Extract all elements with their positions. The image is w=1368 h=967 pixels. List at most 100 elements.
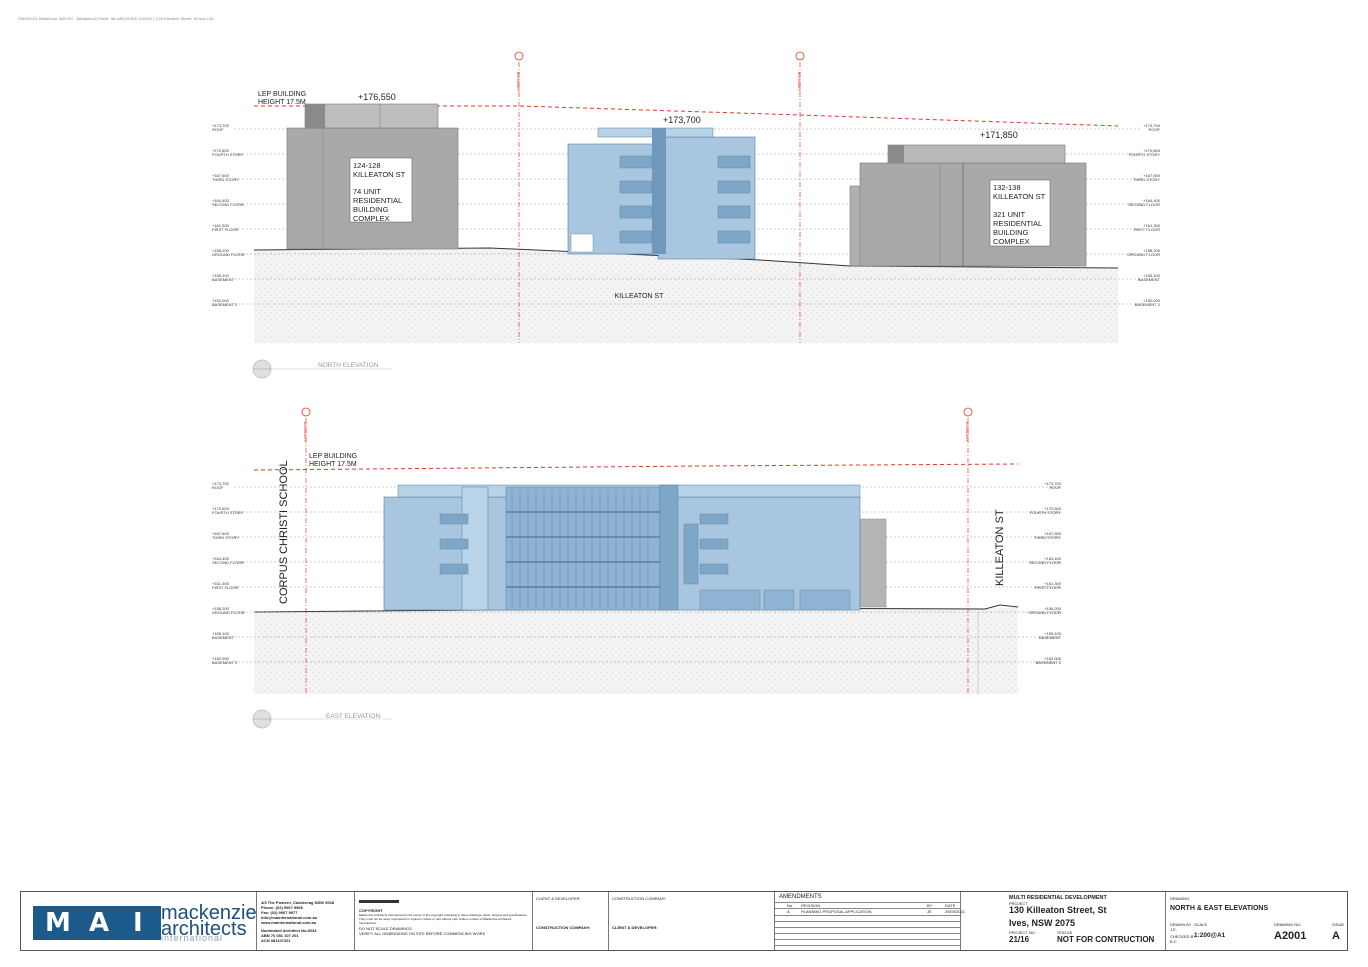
drawn-by-value: J.E.	[1170, 927, 1177, 932]
north-left-neighbour-building	[286, 103, 459, 250]
north-boundary-markers	[514, 51, 805, 343]
amend-col-by: BY	[927, 903, 933, 908]
north-level-rl-right: +173,700	[1143, 123, 1161, 128]
checked-by-label: CHECKED BY	[1170, 934, 1197, 939]
logo-word-international: international	[161, 933, 224, 943]
north-level-rl-left: +161,300	[212, 223, 230, 228]
logo-word-mackenzie: mackenzie	[161, 902, 257, 924]
east-level-name-left: GROUND FLOOR	[212, 610, 245, 615]
north-level-name-right: FIRST FLOOR	[1134, 227, 1160, 232]
north-level-name-left: ROOF	[212, 127, 224, 132]
issue-label: ISSUE	[1332, 922, 1345, 927]
svg-text:BUILDING: BUILDING	[353, 205, 389, 214]
project-no: 21/16	[1009, 935, 1030, 944]
svg-text:BUILDING: BUILDING	[993, 228, 1029, 237]
project-label: PROJECT	[1009, 901, 1028, 906]
svg-text:KILLEATON ST: KILLEATON ST	[353, 170, 406, 179]
address-line: ACN 081107201	[261, 938, 291, 943]
east-level-rl-left: +173,700	[212, 481, 230, 486]
scale-label: SCALE	[1194, 922, 1208, 927]
east-level-name-left: SECOND FLOOR	[212, 560, 244, 565]
north-level-name-right: ROOF	[1148, 127, 1160, 132]
note-line: DO NOT SCALE DRAWINGS	[359, 926, 412, 931]
status-value: NOT FOR CONTRUCTION	[1057, 935, 1155, 944]
north-level-name-left: SECOND FLOOR	[212, 202, 244, 207]
east-level-rl-left: +155,100	[212, 631, 230, 636]
svg-text:COMPLEX: COMPLEX	[353, 214, 390, 223]
north-rl-center: +173,700	[663, 115, 701, 125]
north-lep-label-1: LEP BUILDING	[258, 91, 306, 98]
address-cell: 4/3 The Postern, Castlecrag NSW 2068 Pho…	[257, 892, 355, 950]
north-level-name-right: BASEMENT 2	[1135, 302, 1161, 307]
north-level-rl-left: +170,600	[212, 148, 230, 153]
address-line: Phone: (02) 9967 9966	[261, 905, 303, 910]
east-level-rl-left: +164,400	[212, 556, 230, 561]
east-level-rl-right: +164,400	[1044, 556, 1062, 561]
client-label: CLIENT & DEVELOPER:	[612, 925, 658, 930]
east-lep-height-line	[253, 463, 1019, 471]
east-level-name-left: FOURTH STORY	[212, 510, 244, 515]
north-level-rl-right: +161,300	[1143, 223, 1161, 228]
north-level-name-left: FOURTH STORY	[212, 152, 244, 157]
north-level-name-left: BASEMENT	[212, 277, 235, 282]
north-level-rl-right: +152,000	[1143, 298, 1161, 303]
scale-value: 1:200@A1	[1194, 932, 1226, 939]
east-level-name-right: GROUND FLOOR	[1028, 610, 1061, 615]
north-level-name-right: FOURTH STORY	[1129, 152, 1161, 157]
east-level-name-right: FOURTH STORY	[1030, 510, 1062, 515]
east-level-rl-right: +158,200	[1044, 606, 1062, 611]
east-boundary-label-2: BOUNDARY	[965, 422, 969, 442]
svg-text:COMPLEX: COMPLEX	[993, 237, 1030, 246]
project-cell: MULTI RESIDENTIAL DEVELOPMENT PROJECT 13…	[961, 892, 1166, 950]
project-type: MULTI RESIDENTIAL DEVELOPMENT	[1009, 895, 1107, 901]
logo-letter-a: A	[89, 908, 110, 938]
status-label: STATUS	[1057, 930, 1073, 935]
project-address-line2: Ives, NSW 2075	[1009, 918, 1076, 928]
east-elevation-title-marker	[252, 709, 392, 729]
svg-text:74 UNIT: 74 UNIT	[353, 187, 381, 196]
east-level-rl-left: +161,300	[212, 581, 230, 586]
north-ground-section	[254, 248, 1118, 343]
east-lep-label-2: HEIGHT 17.5M	[309, 461, 357, 468]
north-level-name-right: BASEMENT	[1138, 277, 1161, 282]
east-level-name-right: BASEMENT 2	[1036, 660, 1062, 665]
east-level-rl-left: +152,000	[212, 656, 230, 661]
north-boundary-label-1: BOUNDARY	[516, 72, 520, 92]
north-level-rl-left: +152,000	[212, 298, 230, 303]
amendments-title: AMENDMENTS	[779, 894, 822, 900]
north-level-rl-left: +167,500	[212, 173, 230, 178]
east-level-rl-left: +158,200	[212, 606, 230, 611]
issue-value: A	[1332, 930, 1340, 942]
svg-text:RESIDENTIAL: RESIDENTIAL	[993, 219, 1042, 228]
construction-label: CONSTRUCTION COMPANY:	[536, 925, 591, 930]
east-level-name-right: SECOND FLOOR	[1029, 560, 1061, 565]
north-level-name-left: GROUND FLOOR	[212, 252, 245, 257]
east-level-name-right: ROOF	[1049, 485, 1061, 490]
copyright-cell: COPYRIGHT Mackenzie Architects Internati…	[355, 892, 533, 950]
project-address-line1: 130 Killeaton Street, St	[1009, 905, 1107, 915]
north-level-name-left: BASEMENT 2	[212, 302, 238, 307]
company-logo: M A I	[33, 906, 161, 940]
drawing-title: NORTH & EAST ELEVATIONS	[1170, 905, 1269, 912]
north-level-rl-left: +173,700	[212, 123, 230, 128]
east-level-rl-right: +173,700	[1044, 481, 1062, 486]
copyright-heading: COPYRIGHT	[359, 908, 383, 913]
east-level-name-left: BASEMENT 2	[212, 660, 238, 665]
east-level-rl-right: +167,500	[1044, 531, 1062, 536]
drawing-label: DRAWING	[1170, 896, 1190, 901]
east-level-name-right: THIRD STORY	[1034, 535, 1061, 540]
north-level-rl-left: +164,400	[212, 198, 230, 203]
north-level-rl-right: +167,500	[1143, 173, 1161, 178]
amendments-cell: AMENDMENTS No. REVISION BY DATE A PLANNI…	[775, 892, 965, 950]
north-right-neighbour-building	[849, 144, 1087, 267]
address-line: info@mainternational.com.au	[261, 915, 318, 920]
title-block: M A I mackenzie architects international…	[20, 891, 1348, 951]
logo-letter-i: I	[133, 908, 143, 938]
address-line: Fax: (02) 9967 9977	[261, 910, 298, 915]
drawn-by-label: DRAWN BY	[1170, 922, 1192, 927]
east-ground-section	[254, 607, 1018, 694]
east-level-name-left: FIRST FLOOR	[212, 585, 238, 590]
checked-by-value: B.C.	[1170, 939, 1178, 944]
east-level-name-right: FIRST FLOOR	[1035, 585, 1061, 590]
east-level-rl-left: +170,600	[212, 506, 230, 511]
